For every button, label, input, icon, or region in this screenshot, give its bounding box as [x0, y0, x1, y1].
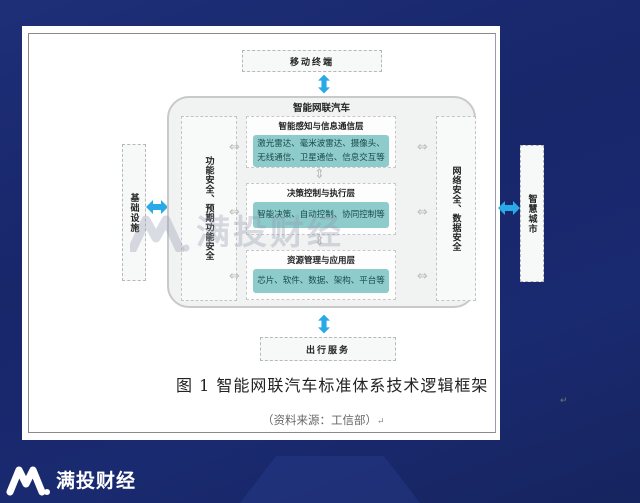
pillar-functional-safety: 功能安全、预期功能安全 — [181, 116, 237, 301]
bidirectional-arrow-icon — [318, 74, 330, 94]
node-infrastructure: 基础设施 — [122, 144, 146, 281]
vertical-double-arrow-icon: ⇕ — [314, 234, 325, 249]
layer-content: 智能决策、自动控制、协同控制等 — [253, 202, 389, 228]
watermark-logo-icon — [130, 215, 190, 252]
pillar-functional-safety-label: 功能安全、预期功能安全 — [203, 156, 214, 261]
layer-content-line: 无线通信、卫星通信、信息交互等 — [257, 153, 385, 163]
background-decoration — [240, 456, 420, 503]
car-title: 智能网联汽车 — [292, 103, 350, 114]
horizontal-double-arrow-icon: ⇔ — [229, 205, 240, 220]
layer-content: 芯片、软件、数据、架构、平台等 — [253, 269, 389, 293]
node-smart-city-label: 智慧城市 — [526, 193, 537, 234]
bidirectional-arrow-icon — [498, 201, 520, 215]
horizontal-double-arrow-icon: ⇔ — [417, 205, 428, 220]
brand-logo: 满投财经 — [6, 462, 136, 496]
source-note: （资料来源：工信部）↵ — [262, 412, 385, 428]
layer-perception-communication: 智能感知与信息通信层 激光雷达、毫米波雷达、摄像头、 无线通信、卫星通信、信息交… — [246, 116, 396, 168]
source-text: （资料来源：工信部） — [262, 413, 377, 427]
paragraph-mark: ↵ — [377, 417, 385, 427]
paragraph-mark: ↵ — [560, 396, 568, 406]
brand-logo-icon — [6, 466, 50, 496]
figure-caption: 图 1 智能网联汽车标准体系技术逻辑框架 — [176, 376, 489, 395]
watermark-text: 满投财经 — [196, 213, 344, 253]
layer-title: 资源管理与应用层 — [286, 256, 355, 266]
layer-content: 激光雷达、毫米波雷达、摄像头、 无线通信、卫星通信、信息交互等 — [253, 135, 389, 167]
layer-content-line: 激光雷达、毫米波雷达、摄像头、 — [257, 139, 385, 149]
horizontal-double-arrow-icon: ⇔ — [229, 269, 240, 284]
layer-resource-application: 资源管理与应用层 芯片、软件、数据、架构、平台等 — [246, 250, 396, 300]
horizontal-double-arrow-icon: ⇔ — [417, 140, 428, 155]
bidirectional-arrow-icon — [318, 314, 330, 334]
node-mobile-terminal: 移动终端 — [242, 50, 382, 72]
brand-name: 满投财经 — [56, 469, 137, 492]
layer-content-line: 芯片、软件、数据、架构、平台等 — [257, 276, 385, 286]
horizontal-double-arrow-icon: ⇔ — [229, 140, 240, 155]
node-smart-city: 智慧城市 — [520, 145, 544, 282]
horizontal-double-arrow-icon: ⇔ — [417, 269, 428, 284]
layer-content-line: 智能决策、自动控制、协同控制等 — [257, 210, 385, 220]
layer-title: 决策控制与执行层 — [286, 189, 355, 199]
bidirectional-arrow-icon — [146, 200, 168, 214]
layer-decision-control: 决策控制与执行层 智能决策、自动控制、协同控制等 — [246, 183, 396, 235]
vertical-double-arrow-icon: ⇕ — [314, 167, 325, 182]
node-infrastructure-label: 基础设施 — [128, 192, 139, 233]
layer-title: 智能感知与信息通信层 — [278, 122, 364, 132]
node-mobility-service: 出行服务 — [260, 337, 396, 361]
pillar-network-security: 网络安全、数据安全 — [436, 116, 476, 301]
intelligent-connected-vehicle-box: 智能网联汽车 功能安全、预期功能安全 网络安全、数据安全 智能感知与信息通信层 … — [167, 96, 476, 308]
pillar-network-security-label: 网络安全、数据安全 — [450, 165, 461, 252]
